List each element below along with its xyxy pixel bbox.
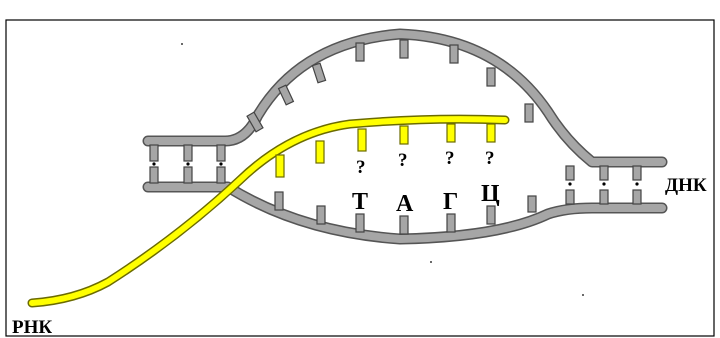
upper-strand-bases bbox=[149, 39, 642, 181]
upper-base-tick bbox=[246, 111, 264, 133]
upper-base-tick bbox=[183, 144, 193, 162]
dna-lower-strand bbox=[142, 181, 668, 245]
speck bbox=[582, 294, 584, 296]
upper-base-tick bbox=[565, 165, 575, 181]
upper-base-tick bbox=[449, 44, 459, 64]
question-mark: ? bbox=[356, 157, 366, 178]
lower-base-tick bbox=[183, 166, 193, 184]
lower-base-tick bbox=[355, 213, 365, 233]
upper-base-tick bbox=[599, 165, 609, 181]
lower-base-tick bbox=[216, 166, 226, 184]
lower-base-tick bbox=[149, 166, 159, 184]
rna-base-tick bbox=[446, 123, 456, 143]
upper-base-tick bbox=[355, 42, 365, 62]
upper-base-tick bbox=[524, 103, 534, 123]
upper-base-tick bbox=[311, 62, 327, 84]
lower-base-tick bbox=[486, 205, 496, 225]
lower-base-tick bbox=[565, 189, 575, 205]
bond-dot bbox=[152, 162, 156, 166]
speck bbox=[181, 43, 183, 45]
lower-base-tick bbox=[599, 189, 609, 205]
upper-base-tick bbox=[149, 144, 159, 162]
bond-dot bbox=[635, 182, 639, 186]
base-letter-g: Г bbox=[443, 189, 458, 215]
lower-base-tick bbox=[399, 215, 409, 235]
rna-base-tick bbox=[315, 140, 325, 164]
bond-dot bbox=[219, 162, 223, 166]
upper-base-tick bbox=[399, 39, 409, 59]
base-letter-a: А bbox=[396, 191, 414, 217]
upper-base-tick bbox=[216, 144, 226, 162]
speck bbox=[430, 261, 432, 263]
lower-base-tick bbox=[446, 213, 456, 233]
question-mark: ? bbox=[485, 148, 495, 169]
lower-base-tick bbox=[316, 205, 326, 225]
bond-dot bbox=[568, 182, 572, 186]
rna-bases bbox=[275, 123, 496, 178]
rna-label: РНК bbox=[12, 317, 52, 338]
rna-base-tick bbox=[357, 128, 367, 152]
bond-dot bbox=[186, 162, 190, 166]
rna-base-tick bbox=[275, 154, 285, 178]
diagram-frame bbox=[5, 19, 715, 337]
bond-dot bbox=[602, 182, 606, 186]
upper-base-tick bbox=[486, 67, 496, 87]
lower-base-tick bbox=[527, 195, 537, 213]
base-letter-t: Т bbox=[352, 189, 368, 215]
upper-base-tick bbox=[277, 84, 295, 106]
rna-base-tick bbox=[399, 125, 409, 145]
unknown-marks: ? ? ? ? bbox=[356, 148, 495, 178]
rna-strand bbox=[27, 114, 510, 308]
template-bases: Т А Г Ц bbox=[352, 181, 500, 217]
lower-base-tick bbox=[274, 191, 284, 211]
rna-base-tick bbox=[486, 123, 496, 143]
upper-base-tick bbox=[632, 165, 642, 181]
question-mark: ? bbox=[398, 150, 408, 171]
lower-strand-bases bbox=[149, 166, 642, 235]
question-mark: ? bbox=[445, 148, 455, 169]
base-letter-ts: Ц bbox=[481, 181, 500, 207]
dna-label: ДНК bbox=[665, 175, 707, 196]
hydrogen-bond-dots bbox=[152, 162, 639, 186]
lower-base-tick bbox=[632, 189, 642, 205]
